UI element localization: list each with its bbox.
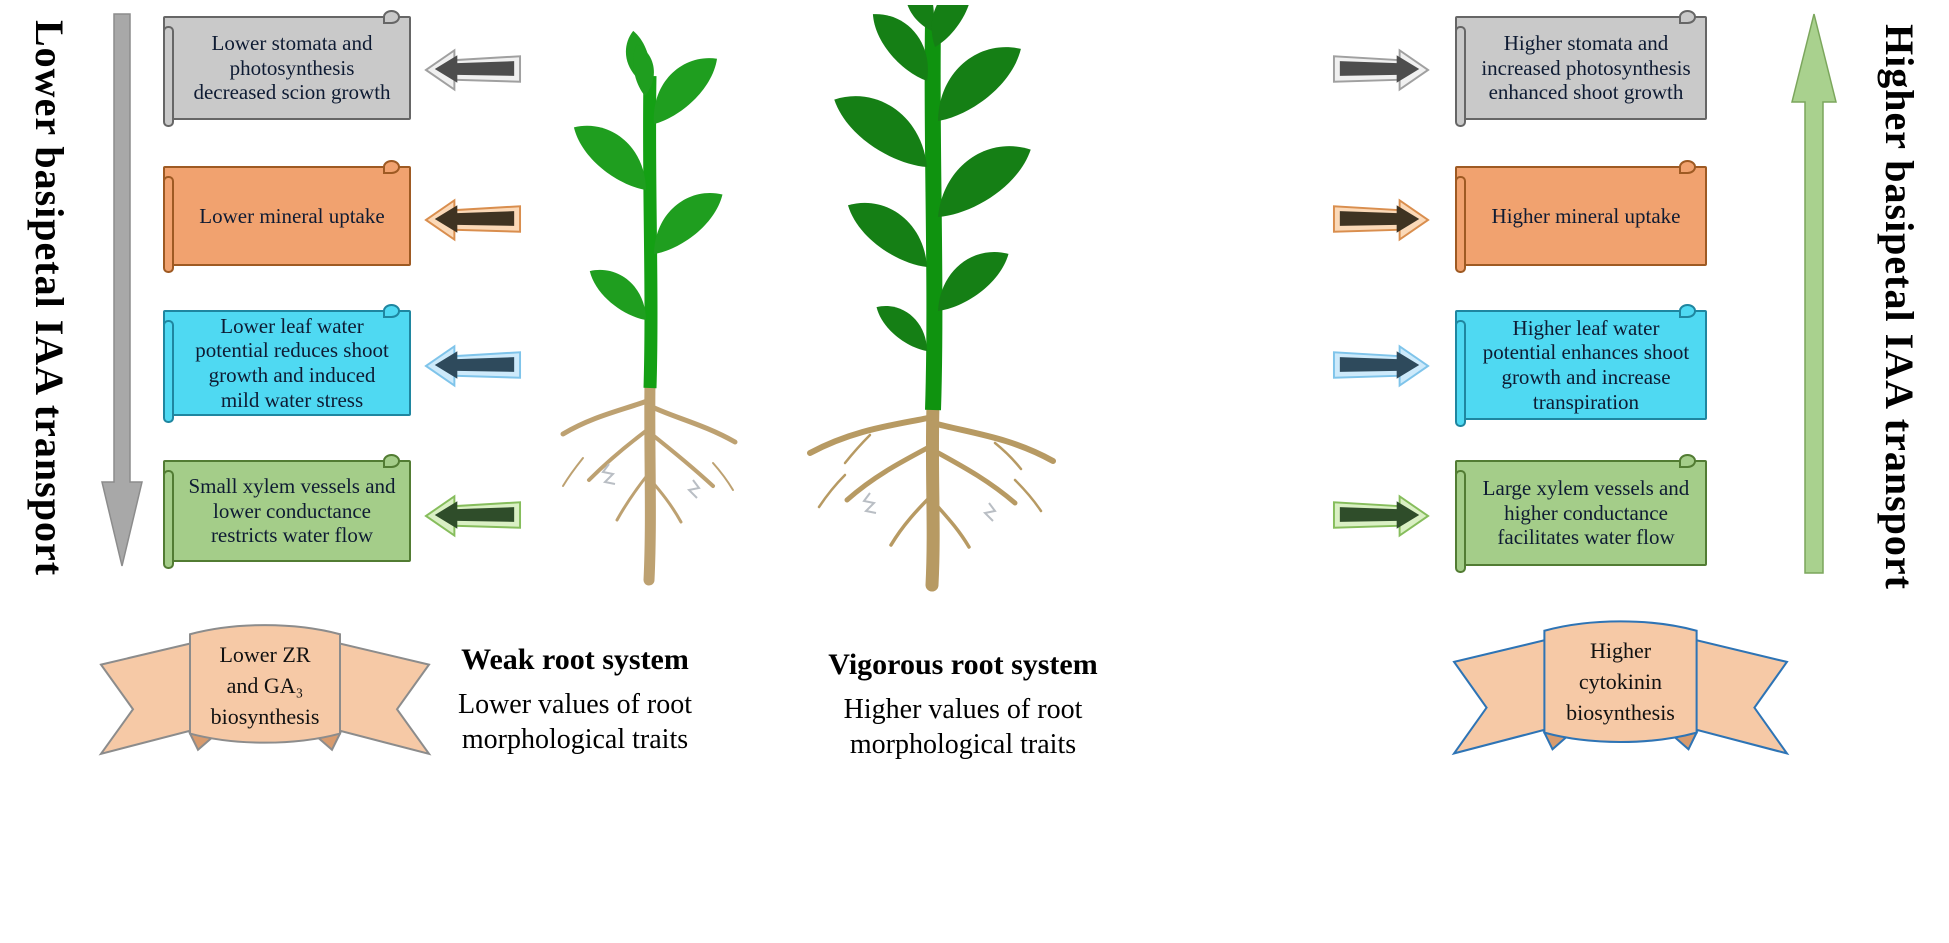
arrow-left-orange-icon: [424, 198, 522, 242]
box-higher-leaf-water-text: Higher leaf water potential enhances sho…: [1482, 315, 1690, 414]
up-arrow-icon: [1791, 13, 1837, 574]
scroll-curl: [1679, 304, 1696, 318]
ribbon-line: and GA₃: [226, 672, 304, 698]
left-axis-label: Lower basipetal IAA transport: [27, 20, 72, 577]
box-higher-leaf-water: Higher leaf water potential enhances sho…: [1455, 304, 1707, 427]
box-higher-mineral-text: Higher mineral uptake: [1491, 203, 1681, 228]
box-large-xylem-text: Large xylem vessels and higher conductan…: [1482, 476, 1690, 550]
scroll-curl: [383, 160, 400, 174]
ribbon-line: biosynthesis: [1566, 699, 1675, 725]
weak-roots: [560, 377, 738, 586]
scroll-curl: [383, 10, 400, 24]
arrow-right-green-icon: [1332, 494, 1430, 538]
scroll-roll: [1455, 176, 1466, 273]
weak-root-title: Weak root system: [461, 643, 689, 676]
weak-root-subtitle: Lower values of root morphological trait…: [457, 689, 693, 755]
scroll-roll: [163, 176, 174, 273]
left-ribbon-text: Lower ZR and GA₃ biosynthesis: [187, 640, 343, 732]
scroll-curl: [1679, 10, 1696, 24]
scroll-roll: [1455, 26, 1466, 127]
box-lower-leaf-water: Lower leaf water potential reduces shoot…: [163, 304, 411, 423]
scroll-curl: [383, 304, 400, 318]
arrow-left-gray-icon: [424, 48, 522, 92]
arrow-right-gray-icon: [1332, 48, 1430, 92]
box-large-xylem: Large xylem vessels and higher conductan…: [1455, 454, 1707, 573]
ribbon-line: Lower ZR: [219, 642, 311, 667]
box-higher-mineral: Higher mineral uptake: [1455, 160, 1707, 273]
box-lower-leaf-water-text: Lower leaf water potential reduces shoot…: [195, 313, 389, 412]
ribbon-line: Higher: [1589, 638, 1652, 663]
vigorous-root-title: Vigorous root system: [828, 648, 1098, 681]
ribbon-line: cytokinin: [1578, 668, 1663, 694]
vigorous-root-subtitle: Higher values of root morphological trai…: [843, 694, 1083, 760]
box-higher-stomata: Higher stomata and increased photosynthe…: [1455, 10, 1707, 127]
right-ribbon-text: Higher cytokinin biosynthesis: [1541, 636, 1700, 728]
box-lower-mineral: Lower mineral uptake: [163, 160, 411, 273]
right-ribbon: Higher cytokinin biosynthesis: [1448, 612, 1793, 768]
arrow-right-orange-icon: [1332, 198, 1430, 242]
vigorous-plant-illustration: [807, 5, 1056, 592]
box-small-xylem: Small xylem vessels and lower conductanc…: [163, 454, 411, 569]
right-axis-label: Higher basipetal IAA transport: [1877, 24, 1922, 590]
vigorous-roots: [807, 398, 1056, 592]
arrow-left-green-icon: [424, 494, 522, 538]
scroll-roll: [163, 320, 174, 423]
box-lower-mineral-text: Lower mineral uptake: [199, 203, 385, 228]
root-squiggles: [601, 463, 701, 499]
left-ribbon: Lower ZR and GA₃ biosynthesis: [95, 616, 435, 768]
scroll-curl: [383, 454, 400, 468]
root-squiggles: [862, 492, 997, 522]
weak-stem: [643, 75, 658, 389]
box-lower-stomata-text: Lower stomata and photosynthesis decreas…: [193, 31, 391, 105]
ribbon-line: biosynthesis: [210, 703, 320, 729]
scroll-roll: [1455, 320, 1466, 427]
down-arrow-icon: [101, 13, 143, 567]
right-ribbon-shape: [1451, 620, 1790, 756]
vigorous-stem: [924, 22, 943, 411]
weak-root-caption: Weak root system Lower values of root mo…: [442, 643, 708, 757]
box-small-xylem-text: Small xylem vessels and lower conductanc…: [188, 474, 396, 548]
arrow-left-blue-icon: [424, 344, 522, 388]
vigorous-root-caption: Vigorous root system Higher values of ro…: [810, 648, 1116, 762]
scroll-roll: [1455, 470, 1466, 573]
scroll-roll: [163, 470, 174, 569]
scroll-curl: [1679, 454, 1696, 468]
box-lower-stomata: Lower stomata and photosynthesis decreas…: [163, 10, 411, 127]
weak-plant-illustration: [560, 29, 738, 586]
box-higher-stomata-text: Higher stomata and increased photosynthe…: [1481, 31, 1691, 105]
scroll-roll: [163, 26, 174, 127]
arrow-right-blue-icon: [1332, 344, 1430, 388]
scroll-curl: [1679, 160, 1696, 174]
left-ribbon-shape: [98, 624, 432, 756]
